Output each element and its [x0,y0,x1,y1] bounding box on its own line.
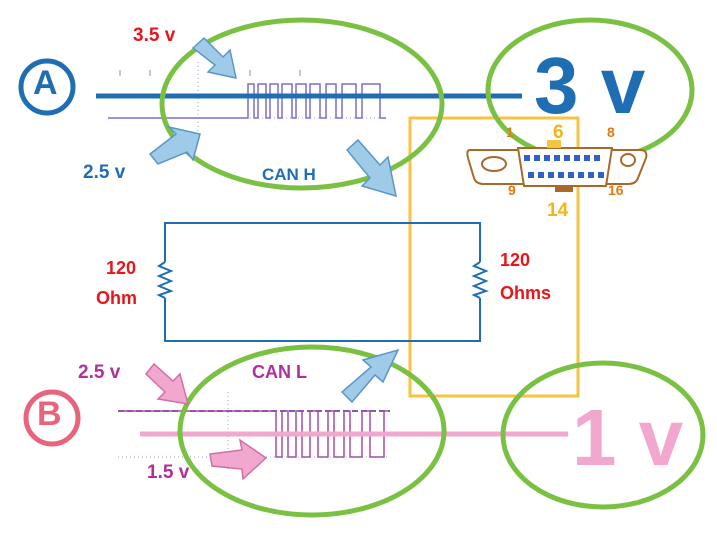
node-b-circle [23,389,81,447]
pin-14-label: 14 [547,200,569,221]
voltage-2-5-label: 2.5 v [83,162,126,183]
pin-16-label: 16 [608,182,624,198]
arrow-3-5v-icon [191,36,237,79]
node-a-circle [18,58,76,116]
can-h-label: CAN H [262,165,316,184]
voltage-3-5-label: 3.5 v [133,25,176,46]
obd-connector-icon [466,140,648,192]
pin-1-label: 1 [506,124,514,140]
can-l-label: CAN L [252,362,307,382]
can-h-scope-grid [110,62,385,140]
resistor-left-unit: Ohm [96,288,138,308]
can-h-scope-ticks [119,70,301,76]
pin-6-label: 6 [553,122,564,143]
arrow-can-h-icon [345,138,397,198]
can-l-signal [118,410,390,458]
can-h-signal [108,83,386,119]
pin-9-label: 9 [508,182,516,198]
resistor-right-symbol [471,261,489,299]
node-b-label: B [37,395,62,433]
voltage-b-highlight-ellipse [500,360,706,510]
resistor-right-unit: Ohms [500,283,552,303]
big-voltage-a: 3 v [534,41,646,130]
arrow-can-l-icon [340,348,400,404]
termination-loop [164,222,481,342]
pin-8-label: 8 [607,124,615,140]
big-voltage-b: 1 v [572,393,684,482]
voltage-1-5-label: 1.5 v [147,462,190,483]
node-a-label: A [33,64,58,102]
arrow-2-5v-icon [148,125,201,165]
can-l-highlight-ellipse [177,344,447,518]
resistor-left-symbol [156,261,174,299]
arrow-1-5v-icon [209,438,268,481]
arrow-bottom-2-5v-icon [144,362,190,405]
resistor-left-value: 120 [106,258,137,278]
resistor-right-value: 120 [500,250,531,270]
can-h-highlight-ellipse [159,17,445,191]
voltage-bottom-2-5-label: 2.5 v [78,362,121,383]
